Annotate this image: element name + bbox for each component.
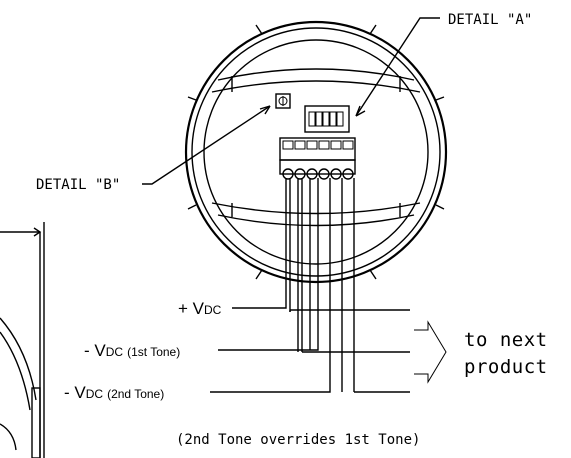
vdc-plus-label: + VDC (178, 299, 222, 318)
wires (210, 178, 410, 393)
open-arrow-icon (414, 320, 447, 384)
product-housing (184, 20, 448, 284)
detail-b-leader (142, 105, 271, 185)
svg-text:- VDC(1st Tone): - VDC(1st Tone) (84, 341, 180, 360)
phi-symbol (275, 93, 291, 109)
terminal-block (279, 137, 356, 180)
vdc-1st-label: - VDC(1st Tone) (84, 341, 180, 360)
svg-text:- VDC(2nd Tone): - VDC(2nd Tone) (64, 383, 164, 402)
detail-b-label: DETAIL "B" (36, 177, 120, 193)
dip-switch-icon (304, 105, 350, 133)
svg-text:+ VDC: + VDC (178, 299, 222, 318)
to-next-label: to next (464, 329, 548, 351)
footnote: (2nd Tone overrides 1st Tone) (176, 432, 420, 448)
side-view-partial (0, 222, 45, 458)
detail-a-label: DETAIL "A" (448, 12, 532, 28)
product-label: product (464, 356, 548, 378)
vdc-2nd-label: - VDC(2nd Tone) (64, 383, 164, 402)
detail-a-leader (355, 17, 440, 117)
